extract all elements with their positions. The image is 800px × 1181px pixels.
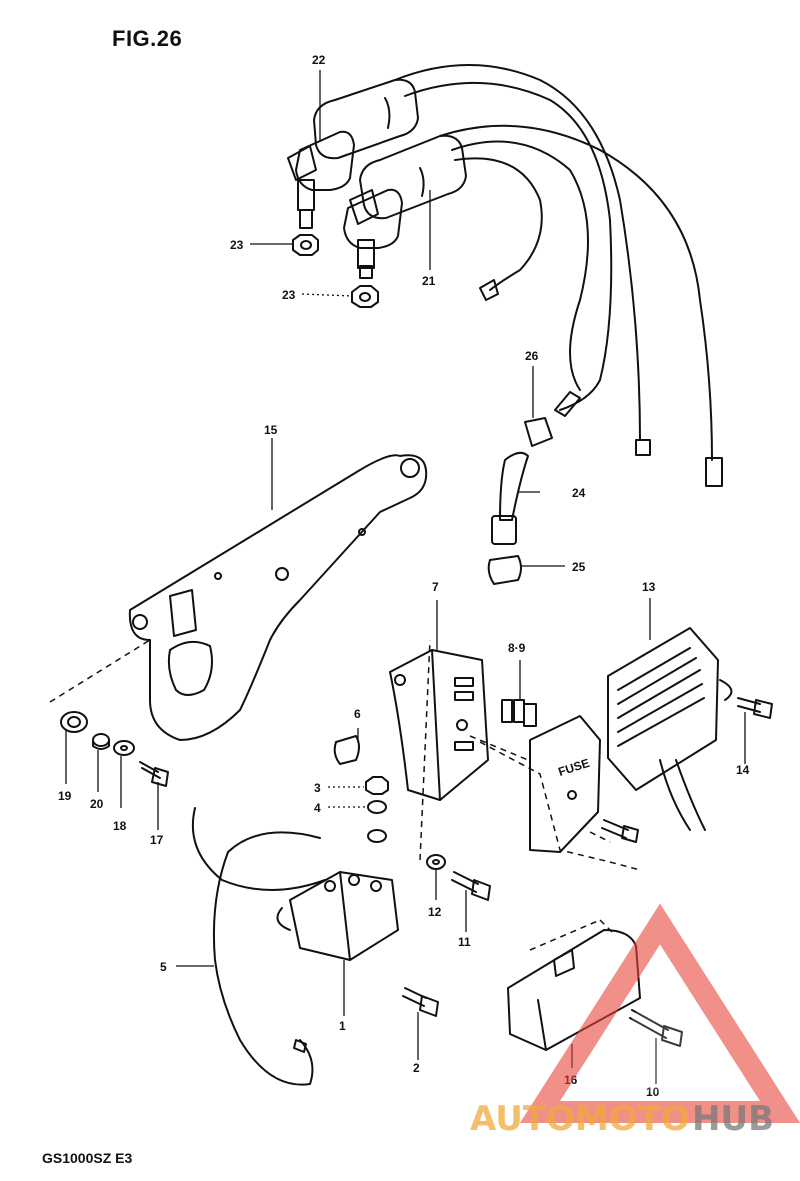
- washer-4: [367, 800, 387, 814]
- callout-18: 18: [113, 819, 127, 833]
- callout-7: 7: [432, 580, 439, 594]
- starter-relay-1: [276, 871, 399, 961]
- callout-3: 3: [314, 781, 321, 795]
- washer-18: [113, 740, 135, 756]
- callout-24: 24: [572, 486, 586, 500]
- watermark-brand-part2: HUB: [692, 1099, 774, 1139]
- screw-2: [402, 987, 439, 1017]
- callout-8-9: 8·9: [508, 641, 526, 655]
- callout-19: 19: [58, 789, 72, 803]
- callout-11: 11: [458, 935, 471, 949]
- callout-5: 5: [160, 960, 167, 974]
- fuse-box-7: [389, 649, 489, 801]
- assembly-lines: [49, 639, 641, 951]
- watermark-brand-part1: AUTOMOTO: [470, 1099, 690, 1139]
- screw-10: [629, 1009, 683, 1047]
- callout-21: 21: [422, 274, 436, 288]
- bolt-14: [737, 697, 773, 719]
- fuse-cover-label: FUSE: [557, 756, 592, 779]
- cap-seal-25: [487, 555, 522, 585]
- callout-1: 1: [339, 1019, 346, 1033]
- voltage-regulator-13: [607, 627, 733, 831]
- spacer-20: [92, 733, 110, 750]
- callout-25: 25: [572, 560, 586, 574]
- starter-cable-5: [191, 807, 387, 1086]
- callout-26: 26: [525, 349, 539, 363]
- spark-plug-cap-24: [491, 451, 529, 545]
- leader-lines: [65, 70, 746, 1084]
- nut-23-upper: [292, 234, 319, 256]
- bolt-17: [139, 761, 169, 787]
- bolt-11: [451, 871, 491, 901]
- figure-title: FIG.26: [112, 26, 183, 51]
- callout-17: 17: [150, 833, 164, 847]
- callout-4: 4: [314, 801, 321, 815]
- callout-12: 12: [428, 905, 442, 919]
- ignition-coil-22: [287, 78, 419, 229]
- watermark-logo: [519, 903, 800, 1123]
- high-tension-leads: [394, 64, 723, 487]
- callout-labels: 22 21 23 23 26 24 25 15 7 8·9 13 14 6 3 …: [58, 53, 750, 1099]
- terminal-cap-6: [333, 735, 360, 765]
- callout-23-lower: 23: [282, 288, 296, 302]
- model-code: GS1000SZ E3: [42, 1150, 133, 1166]
- nut-23-lower: [351, 285, 379, 308]
- fuses-8-9: [501, 699, 537, 727]
- fuse-cover-screw: [601, 819, 639, 843]
- callout-23-upper: 23: [230, 238, 244, 252]
- callout-22: 22: [312, 53, 326, 67]
- washer-12: [426, 854, 446, 870]
- nut-3: [365, 776, 389, 795]
- spark-plug-cap-26: [524, 417, 553, 447]
- watermark-wordmark: AUTOMOTO HUB: [470, 1099, 774, 1139]
- ignition-coil-21: [343, 134, 467, 279]
- callout-6: 6: [354, 707, 361, 721]
- callout-14: 14: [736, 763, 750, 777]
- callout-15: 15: [264, 423, 278, 437]
- fuse-box-cover: [529, 715, 601, 853]
- callout-2: 2: [413, 1061, 420, 1075]
- callout-13: 13: [642, 580, 656, 594]
- callout-20: 20: [90, 797, 104, 811]
- rubber-grommet-19: [60, 711, 88, 733]
- mounting-bracket-15: [128, 454, 428, 741]
- callout-10: 10: [646, 1085, 660, 1099]
